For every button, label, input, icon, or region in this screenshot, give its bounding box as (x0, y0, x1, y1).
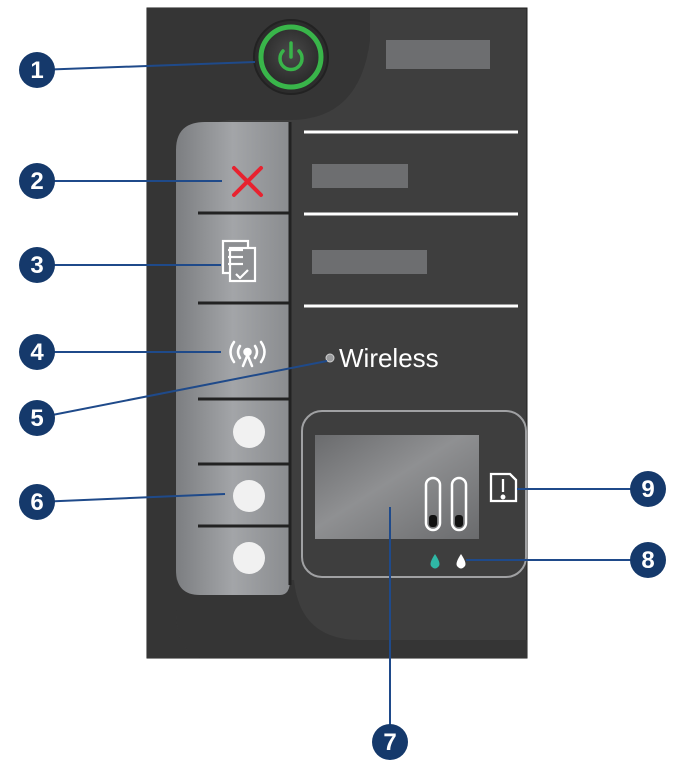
wireless-button[interactable] (229, 340, 266, 368)
power-icon (278, 41, 304, 72)
callout-number: 1 (30, 57, 43, 84)
callout-number: 8 (641, 547, 654, 574)
leader-line-1 (36, 61, 256, 71)
selection-button-3[interactable] (233, 542, 265, 574)
callout-2: 2 (19, 163, 55, 199)
callout-6: 6 (19, 484, 55, 520)
callout-number: 7 (383, 729, 396, 756)
callout-7: 7 (372, 724, 408, 760)
wireless-status-light (325, 353, 335, 363)
callout-4: 4 (19, 334, 55, 370)
print-info-icon (221, 239, 257, 283)
leader-line-5 (36, 360, 328, 419)
cancel-icon (232, 166, 263, 197)
leader-line-6 (36, 493, 226, 503)
ink-gauge-black (450, 476, 468, 532)
label-placeholder (312, 164, 408, 188)
display-screen (315, 435, 479, 539)
leader-lines (36, 61, 648, 736)
callout-3: 3 (19, 247, 55, 283)
print-info-button[interactable] (221, 239, 257, 283)
ink-gauge-color (424, 476, 442, 532)
wireless-label: Wireless (339, 343, 439, 373)
callout-number: 2 (30, 168, 43, 195)
selection-button-2[interactable] (233, 480, 265, 512)
callout-number: 5 (30, 405, 43, 432)
callout-number: 9 (641, 476, 654, 503)
wireless-icon (229, 340, 266, 368)
callout-9: 9 (630, 471, 666, 507)
callout-number: 4 (30, 339, 44, 366)
callout-5: 5 (19, 400, 55, 436)
label-placeholder-top (386, 40, 490, 69)
black-ink-drop-icon (456, 554, 466, 569)
callout-number: 3 (30, 252, 43, 279)
label-placeholder (312, 250, 427, 274)
color-ink-drop-icon (430, 554, 440, 569)
cancel-button[interactable] (232, 166, 263, 197)
display-area (301, 410, 527, 578)
attention-icon (489, 472, 518, 503)
callout-8: 8 (630, 542, 666, 578)
callout-number: 6 (30, 489, 43, 516)
selection-button-1[interactable] (233, 416, 265, 448)
callout-1: 1 (19, 52, 55, 88)
power-button[interactable] (253, 19, 329, 95)
